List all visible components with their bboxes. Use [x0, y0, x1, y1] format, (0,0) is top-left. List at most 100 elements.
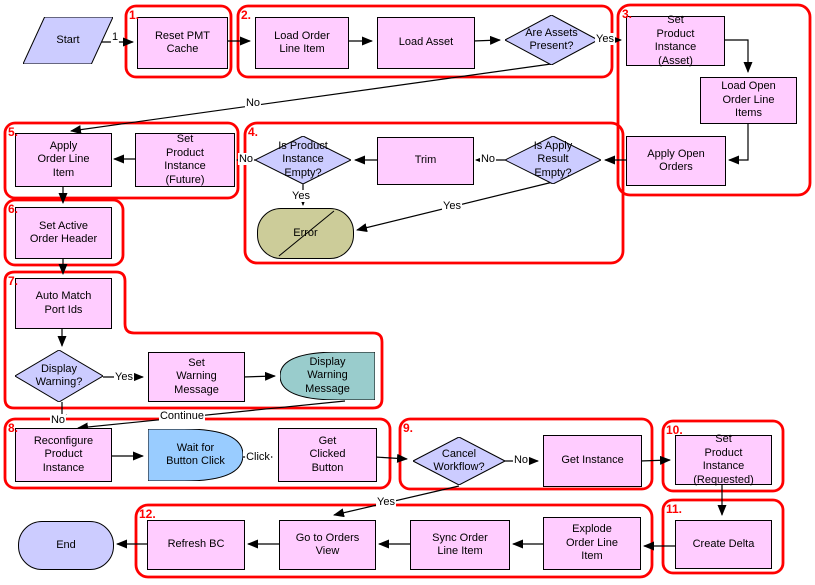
edge-label-pi-empty-no: No — [237, 153, 255, 165]
step-label: Get Clicked Button — [309, 434, 346, 474]
connector-set-pi-asset-to-load-open — [723, 39, 753, 73]
terminal-end[interactable]: End — [18, 521, 114, 570]
step-set-product-instance-future[interactable]: Set Product Instance (Future) — [135, 133, 235, 187]
diamond-shape — [505, 136, 601, 184]
step-label: Apply Open Orders — [647, 147, 705, 174]
wait-shape — [148, 429, 243, 481]
connector-load-asset-to-are-assets — [472, 35, 501, 45]
group-number-5: 5. — [8, 125, 19, 139]
step-label: Get Instance — [561, 454, 624, 467]
connector-continue — [77, 400, 346, 432]
step-set-product-instance-asset[interactable]: Set Product Instance (Asset) — [626, 14, 725, 67]
diamond-shape — [413, 437, 505, 485]
step-create-delta[interactable]: Create Delta — [675, 520, 772, 569]
step-set-warning-message[interactable]: Set Warning Message — [148, 352, 245, 402]
step-set-active-order-header[interactable]: Set Active Order Header — [15, 207, 112, 259]
group-number-2: 2. — [241, 8, 252, 22]
step-load-open-order-line-items[interactable]: Load Open Order Line Items — [700, 77, 797, 124]
step-label: Set Warning Message — [174, 356, 219, 396]
step-apply-order-line-item[interactable]: Apply Order Line Item — [15, 133, 112, 187]
connector-cancel-yes — [333, 485, 460, 518]
group-number-12: 12. — [139, 507, 156, 521]
step-apply-open-orders[interactable]: Apply Open Orders — [626, 136, 726, 186]
step-label: Refresh BC — [167, 538, 225, 551]
decision-label: Are Assets Present? — [525, 26, 578, 53]
edge-label-assets-no: No — [244, 97, 262, 109]
step-trim[interactable]: Trim — [377, 137, 474, 185]
step-refresh-bc[interactable]: Refresh BC — [147, 520, 245, 570]
edge-label-assets-yes: Yes — [595, 33, 615, 45]
step-explode-order-line-item[interactable]: Explode Order Line Item — [543, 517, 641, 570]
diamond-shape — [255, 136, 351, 184]
step-sync-order-line-item[interactable]: Sync Order Line Item — [410, 520, 510, 570]
step-set-product-instance-requested[interactable]: Set Product Instance (Requested) — [675, 433, 772, 486]
step-display-warning-message[interactable]: Display Warning Message — [280, 352, 375, 400]
step-label: Set Product Instance (Future) — [164, 133, 206, 186]
decision-label: Cancel Workflow? — [433, 447, 485, 474]
step-auto-match-port-ids[interactable]: Auto Match Port Ids — [15, 278, 112, 329]
step-get-clicked-button[interactable]: Get Clicked Button — [278, 428, 377, 482]
group-number-7: 7. — [8, 274, 19, 288]
step-load-order-line-item[interactable]: Load Order Line Item — [255, 17, 349, 69]
connector-get-clicked-to-cancel — [374, 453, 408, 463]
group-number-1: 1. — [129, 8, 140, 22]
step-label: Load Order Line Item — [274, 29, 330, 56]
diamond-shape — [505, 15, 598, 65]
edge-label-cancel-no: No — [512, 454, 530, 466]
step-label: Create Delta — [692, 537, 755, 550]
step-go-to-orders-view[interactable]: Go to Orders View — [279, 520, 376, 570]
edge-label-warning-no: No — [49, 414, 67, 426]
decision-label: Is Product Instance Empty? — [278, 139, 328, 179]
diamond-shape — [15, 350, 103, 402]
connector-set-warning-to-display-msg — [242, 371, 276, 381]
decision-cancel-workflow[interactable]: Cancel Workflow? — [413, 437, 505, 485]
group-number-8: 8. — [8, 421, 19, 435]
group-number-9: 9. — [403, 421, 414, 435]
step-label: Load Asset — [398, 36, 454, 49]
step-label: Apply Order Line Item — [37, 139, 90, 179]
step-label: Set Product Instance (Asset) — [654, 14, 697, 67]
edge-label-pi-empty-yes: Yes — [291, 190, 311, 202]
step-label: Reconfigure Product Instance — [33, 434, 94, 474]
edge-label-apply-no: No — [479, 153, 497, 165]
decision-is-product-instance-empty[interactable]: Is Product Instance Empty? — [255, 136, 351, 184]
parallelogram-shape — [23, 17, 113, 64]
step-label: Auto Match Port Ids — [35, 290, 92, 316]
display-shape — [280, 352, 375, 400]
step-label: Trim — [414, 154, 437, 167]
step-get-instance[interactable]: Get Instance — [543, 435, 642, 487]
step-label: Set Product Instance (Requested) — [693, 433, 754, 486]
terminal-start[interactable]: Start — [23, 17, 113, 64]
step-reconfigure-product-instance[interactable]: Reconfigure Product Instance — [15, 428, 112, 482]
step-label: Display Warning Message — [305, 355, 350, 395]
error-slash-icon — [258, 209, 353, 258]
edge-label-click: Click — [245, 451, 271, 463]
step-wait-for-button-click[interactable]: Wait for Button Click — [148, 429, 243, 481]
group-number-4: 4. — [248, 125, 259, 139]
group-outline-7 — [3, 270, 384, 410]
edge-label-branch-1: 1 — [110, 31, 120, 43]
terminal-error-label: Error — [293, 226, 318, 239]
group-outline-11 — [661, 498, 785, 575]
step-label: Sync Order Line Item — [432, 531, 488, 558]
terminal-end-label: End — [56, 538, 76, 551]
step-label: Go to Orders View — [295, 531, 360, 558]
step-label: Wait for Button Click — [166, 441, 225, 468]
step-load-asset[interactable]: Load Asset — [377, 17, 475, 69]
decision-is-apply-result-empty[interactable]: Is Apply Result Empty? — [505, 136, 601, 184]
group-number-6: 6. — [8, 202, 19, 216]
step-reset-pmt-cache[interactable]: Reset PMT Cache — [137, 17, 228, 69]
edge-label-continue: Continue — [158, 410, 206, 422]
decision-display-warning[interactable]: Display Warning? — [15, 350, 103, 402]
decision-are-assets-present[interactable]: Are Assets Present? — [505, 15, 598, 65]
connector-get-instance-to-set-pi-req — [639, 455, 671, 465]
group-number-11: 11. — [666, 502, 683, 516]
terminal-error[interactable]: Error — [257, 208, 354, 259]
group-number-10: 10. — [666, 423, 683, 437]
group-number-3: 3. — [622, 7, 633, 21]
decision-label: Is Apply Result Empty? — [533, 139, 573, 179]
step-label: Reset PMT Cache — [154, 29, 210, 56]
connector-are-assets-no — [70, 63, 552, 135]
edge-label-warning-yes: Yes — [114, 371, 134, 383]
